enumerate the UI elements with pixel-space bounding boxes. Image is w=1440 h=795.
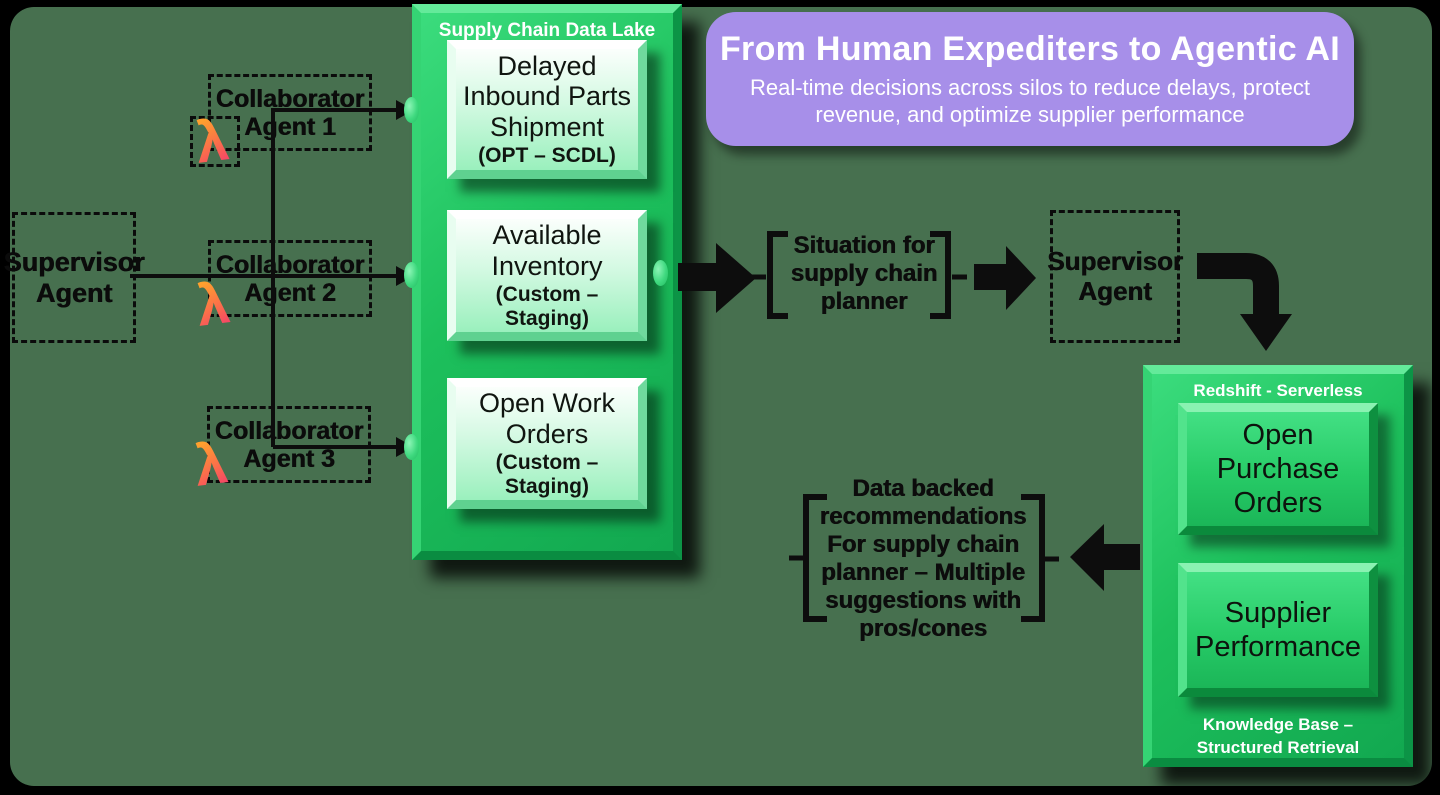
lambda-icon: λ: [193, 270, 234, 339]
redshift-item-supplier-performance: Supplier Performance: [1178, 563, 1378, 697]
recommendation-note-line: pros/cones: [858, 615, 988, 643]
recommendation-note-line: recommendations: [819, 503, 1027, 531]
item-source: (Custom – Staging): [495, 282, 599, 330]
item-source: (Custom – Staging): [495, 450, 599, 498]
headline-banner: From Human Expediters to Agentic AI Real…: [706, 12, 1354, 146]
collaborator-agent-1-box: Collaborator Agent 1: [208, 74, 372, 151]
supervisor-agent-left-label: Supervisor: [3, 247, 145, 278]
item-name: Open Purchase Orders: [1216, 418, 1340, 520]
supply-chain-data-lake-panel: Supply Chain Data Lake Delayed Inbound P…: [412, 4, 682, 560]
collaborator-agent-3-label: Collaborator: [214, 416, 364, 445]
supervisor-agent-right-label: Agent: [1078, 275, 1152, 306]
item-name: Delayed Inbound Parts Shipment: [462, 51, 632, 142]
data-lake-item-open-work-orders: Open Work Orders (Custom – Staging): [447, 378, 647, 509]
collaborator-agent-3-label: Agent 3: [243, 444, 335, 473]
collaborator-agent-1-label: Collaborator: [215, 84, 365, 113]
connector-port-dot: [404, 97, 419, 123]
situation-note-line: Situation for: [793, 232, 935, 259]
recommendation-note-line: planner – Multiple: [820, 559, 1026, 587]
lambda-icon: λ: [191, 430, 232, 499]
supervisor-agent-left-box: Supervisor Agent: [3, 212, 145, 343]
collaborator-agent-2-label: Collaborator: [215, 250, 365, 279]
knowledge-base-label: Knowledge Base – Structured Retrieval: [1152, 714, 1404, 760]
recommendation-note-line: suggestions with: [824, 587, 1021, 615]
connector-port-dot: [404, 434, 419, 460]
knowledge-base-label-line: Knowledge Base –: [1202, 715, 1354, 734]
collaborator-agent-3-box: Collaborator Agent 3: [207, 406, 371, 483]
recommendation-note-line: Data backed: [852, 475, 994, 502]
lambda-icon-frame: [190, 116, 240, 167]
situation-note-line: planner: [820, 287, 908, 315]
lambda-icon: λ: [192, 107, 233, 176]
knowledge-base-label-line: Structured Retrieval: [1196, 737, 1360, 757]
redshift-serverless-panel: Redshift - Serverless Open Purchase Orde…: [1143, 365, 1413, 767]
supervisor-agent-left-label: Agent: [35, 277, 113, 308]
recommendation-note: Data backed recommendations For supply c…: [810, 475, 1036, 643]
supervisor-agent-right-box: Supervisor Agent: [1047, 210, 1183, 343]
collaborator-agent-2-label: Agent 2: [244, 278, 336, 307]
connector-port-dot: [653, 260, 668, 286]
connector-port-dot: [404, 262, 419, 288]
redshift-item-open-purchase-orders: Open Purchase Orders: [1178, 403, 1378, 535]
situation-note-line: supply chain: [790, 259, 938, 287]
situation-note: Situation for supply chain planner: [778, 232, 950, 315]
item-name: Supplier Performance: [1194, 596, 1361, 663]
redshift-title: Redshift - Serverless: [1193, 381, 1363, 400]
collaborator-agent-2-box: Collaborator Agent 2: [208, 240, 372, 317]
data-lake-item-available-inventory: Available Inventory (Custom – Staging): [447, 210, 647, 341]
data-lake-title: Supply Chain Data Lake: [438, 20, 656, 41]
headline-title: From Human Expediters to Agentic AI: [719, 29, 1341, 68]
item-name: Open Work Orders: [478, 388, 616, 449]
item-source: (OPT – SCDL): [478, 143, 616, 167]
collaborator-agent-1-label: Agent 1: [244, 112, 336, 141]
recommendation-note-line: For supply chain: [826, 531, 1020, 559]
item-name: Available Inventory: [491, 220, 603, 281]
data-lake-item-delayed-inbound: Delayed Inbound Parts Shipment (OPT – SC…: [447, 40, 647, 179]
headline-subtitle: Real-time decisions across silos to redu…: [749, 74, 1311, 127]
supervisor-agent-right-label: Supervisor: [1047, 246, 1183, 277]
